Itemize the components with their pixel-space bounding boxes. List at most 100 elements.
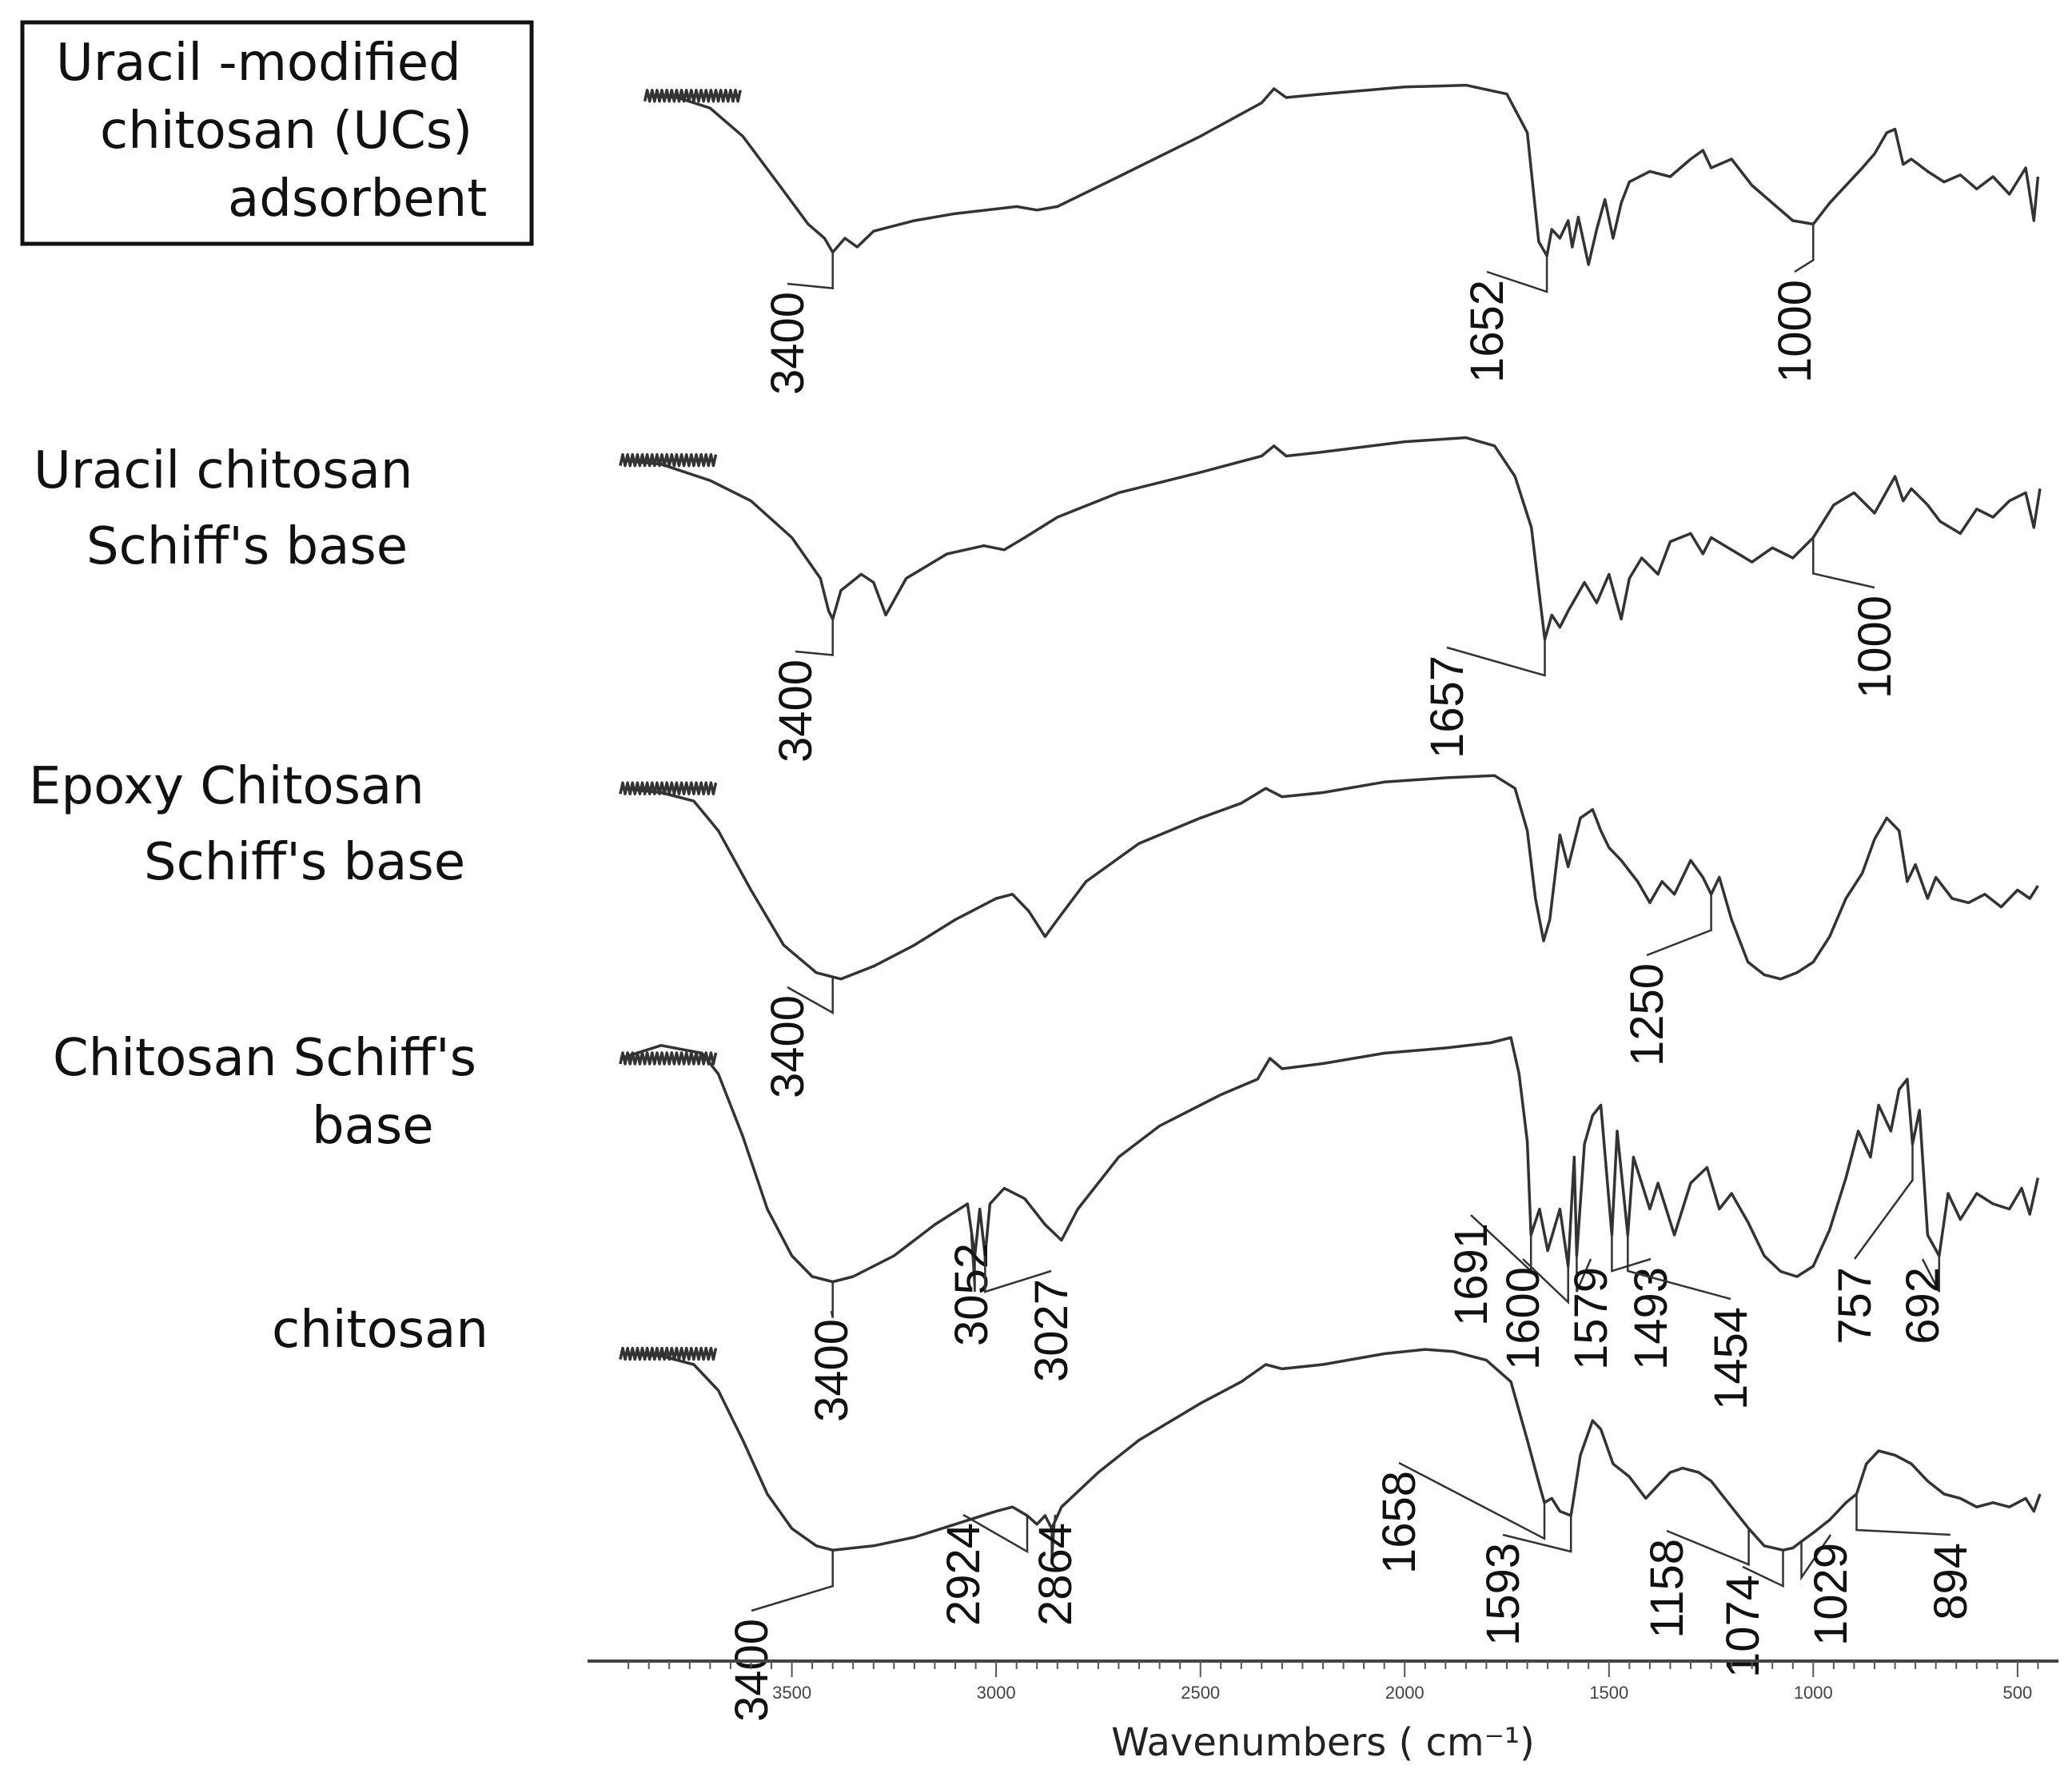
spectrum-noise	[619, 781, 718, 795]
peak-label-1579: 1579	[1565, 1256, 1617, 1370]
legend-box	[20, 20, 534, 246]
x-tick-label: 3000	[977, 1683, 1016, 1703]
peak-label-3400: 3400	[762, 977, 834, 1098]
peak-value: 1579	[1565, 1267, 1617, 1370]
peak-leader	[1470, 1214, 1532, 1273]
peak-label-1600: 1600	[1497, 1258, 1569, 1370]
spectrum-noise	[619, 1346, 718, 1361]
peak-value: 1158	[1641, 1539, 1693, 1639]
peak-label-3400: 3400	[726, 1550, 834, 1722]
peak-label-1652: 1652	[1461, 256, 1548, 383]
peak-value: 1652	[1461, 280, 1513, 383]
peak-label-894: 894	[1855, 1494, 1977, 1620]
peak-leader	[1446, 639, 1546, 677]
x-tick-label: 1500	[1589, 1683, 1628, 1703]
peak-leader	[1921, 1256, 1941, 1293]
spectrum-trace-epoxy-chitosan-schiff-s-base	[620, 774, 2039, 981]
x-tick-label: 2500	[1181, 1683, 1220, 1703]
peak-label-3400: 3400	[762, 252, 834, 395]
peak-leader	[1050, 1514, 1057, 1565]
series-label-line: Schiff's base	[86, 517, 408, 576]
peak-label-692: 692	[1897, 1256, 1949, 1345]
series-label-chitosan: chitosan	[272, 1301, 488, 1360]
spectrum-noise	[619, 1051, 718, 1066]
series-label-line: Epoxy Chitosan	[29, 757, 424, 816]
peak-value: 1600	[1497, 1267, 1549, 1370]
x-tick-label: 2000	[1385, 1683, 1424, 1703]
peak-label-1158: 1158	[1641, 1528, 1750, 1639]
peak-value: 1657	[1421, 655, 1473, 759]
series-label-line: Uracil chitosan	[34, 441, 412, 500]
peak-value: 3400	[806, 1319, 858, 1422]
peak-value: 1691	[1445, 1223, 1497, 1326]
peak-leader	[1812, 537, 1875, 589]
peak-value: 1029	[1805, 1543, 1857, 1646]
peak-value: 1454	[1705, 1307, 1757, 1410]
x-tick-label: 3500	[772, 1683, 811, 1703]
peak-value: 2924	[938, 1523, 990, 1626]
peak-leader	[962, 1513, 1029, 1554]
series-label-line: Schiff's base	[144, 833, 465, 892]
peak-leader	[1522, 1258, 1569, 1305]
spectrum-trace-chitosan	[620, 1348, 2042, 1552]
peak-leader	[1853, 1144, 1914, 1260]
spectrum-trace-uracil-chitosan-schiff-s-base	[620, 436, 2042, 641]
x-tick-label: 1000	[1794, 1683, 1833, 1703]
peak-label-1250: 1250	[1621, 894, 1712, 1066]
peak-leader	[1576, 1256, 1592, 1293]
peak-label-1000: 1000	[1812, 537, 1901, 699]
peak-value: 3400	[762, 292, 814, 395]
series-label-uracil-modified-chitosan-ucs-adsorbent: Uracil -modified chitosan (UCs) adsorbent	[20, 20, 534, 246]
peak-value: 3052	[946, 1243, 998, 1346]
peak-label-2864: 2864	[1030, 1514, 1082, 1626]
peak-label-1691: 1691	[1445, 1214, 1532, 1326]
peak-label-1658: 1658	[1373, 1461, 1546, 1574]
peak-label-3027: 3027	[984, 1256, 1078, 1382]
peak-leader	[787, 252, 834, 289]
series-label-line: adsorbent	[228, 169, 487, 229]
peak-leader	[1611, 1235, 1652, 1273]
peak-leader	[1486, 256, 1548, 293]
peak-value: 3400	[762, 995, 814, 1098]
peak-label-757: 757	[1829, 1144, 1914, 1345]
spectrum-noise	[619, 452, 718, 468]
peak-leader	[970, 1234, 976, 1293]
x-tick-label: 500	[2003, 1683, 2033, 1703]
peak-label-1657: 1657	[1421, 639, 1546, 759]
x-axis-ticks: 3500 3000 2500 2000 1500 1000 500	[628, 1661, 2039, 1703]
series-label-line: Uracil -modified	[56, 34, 461, 93]
series-label-line: base	[312, 1097, 434, 1156]
peak-leader	[1855, 1494, 1951, 1536]
peak-leader	[751, 1550, 834, 1612]
peak-label-1454: 1454	[1627, 1235, 1757, 1410]
peak-value: 1658	[1373, 1471, 1425, 1574]
series-label-line: chitosan (UCs)	[100, 102, 472, 161]
peak-value: 692	[1897, 1267, 1949, 1345]
spectra-traces	[619, 83, 2042, 1552]
peak-value: 3400	[726, 1619, 778, 1722]
peak-value: 3027	[1026, 1279, 1078, 1382]
peak-leader	[1666, 1528, 1750, 1567]
peak-label-3400: 3400	[806, 1281, 858, 1422]
peak-value: 2864	[1030, 1523, 1082, 1626]
peak-value: 3400	[770, 659, 822, 763]
peak-leader	[1627, 1235, 1731, 1301]
peak-leader	[1502, 1516, 1572, 1553]
peak-annotations: 3400 1652 1000 3400 1657 1000 3400 1250 3400 3052…	[726, 224, 1977, 1722]
peak-leader	[1742, 1550, 1784, 1588]
spectrum-trace-uracil-modified-chitosan-ucs-adsorbent	[644, 83, 2040, 266]
peak-leader	[795, 619, 834, 656]
peak-label-3400: 3400	[770, 619, 834, 763]
peak-leader	[1794, 224, 1815, 273]
peak-leader	[830, 1281, 834, 1318]
peak-label-2924: 2924	[938, 1513, 1029, 1626]
peak-value: 894	[1925, 1543, 1977, 1620]
peak-label-1000: 1000	[1769, 224, 1821, 383]
peak-label-1593: 1593	[1477, 1516, 1572, 1646]
